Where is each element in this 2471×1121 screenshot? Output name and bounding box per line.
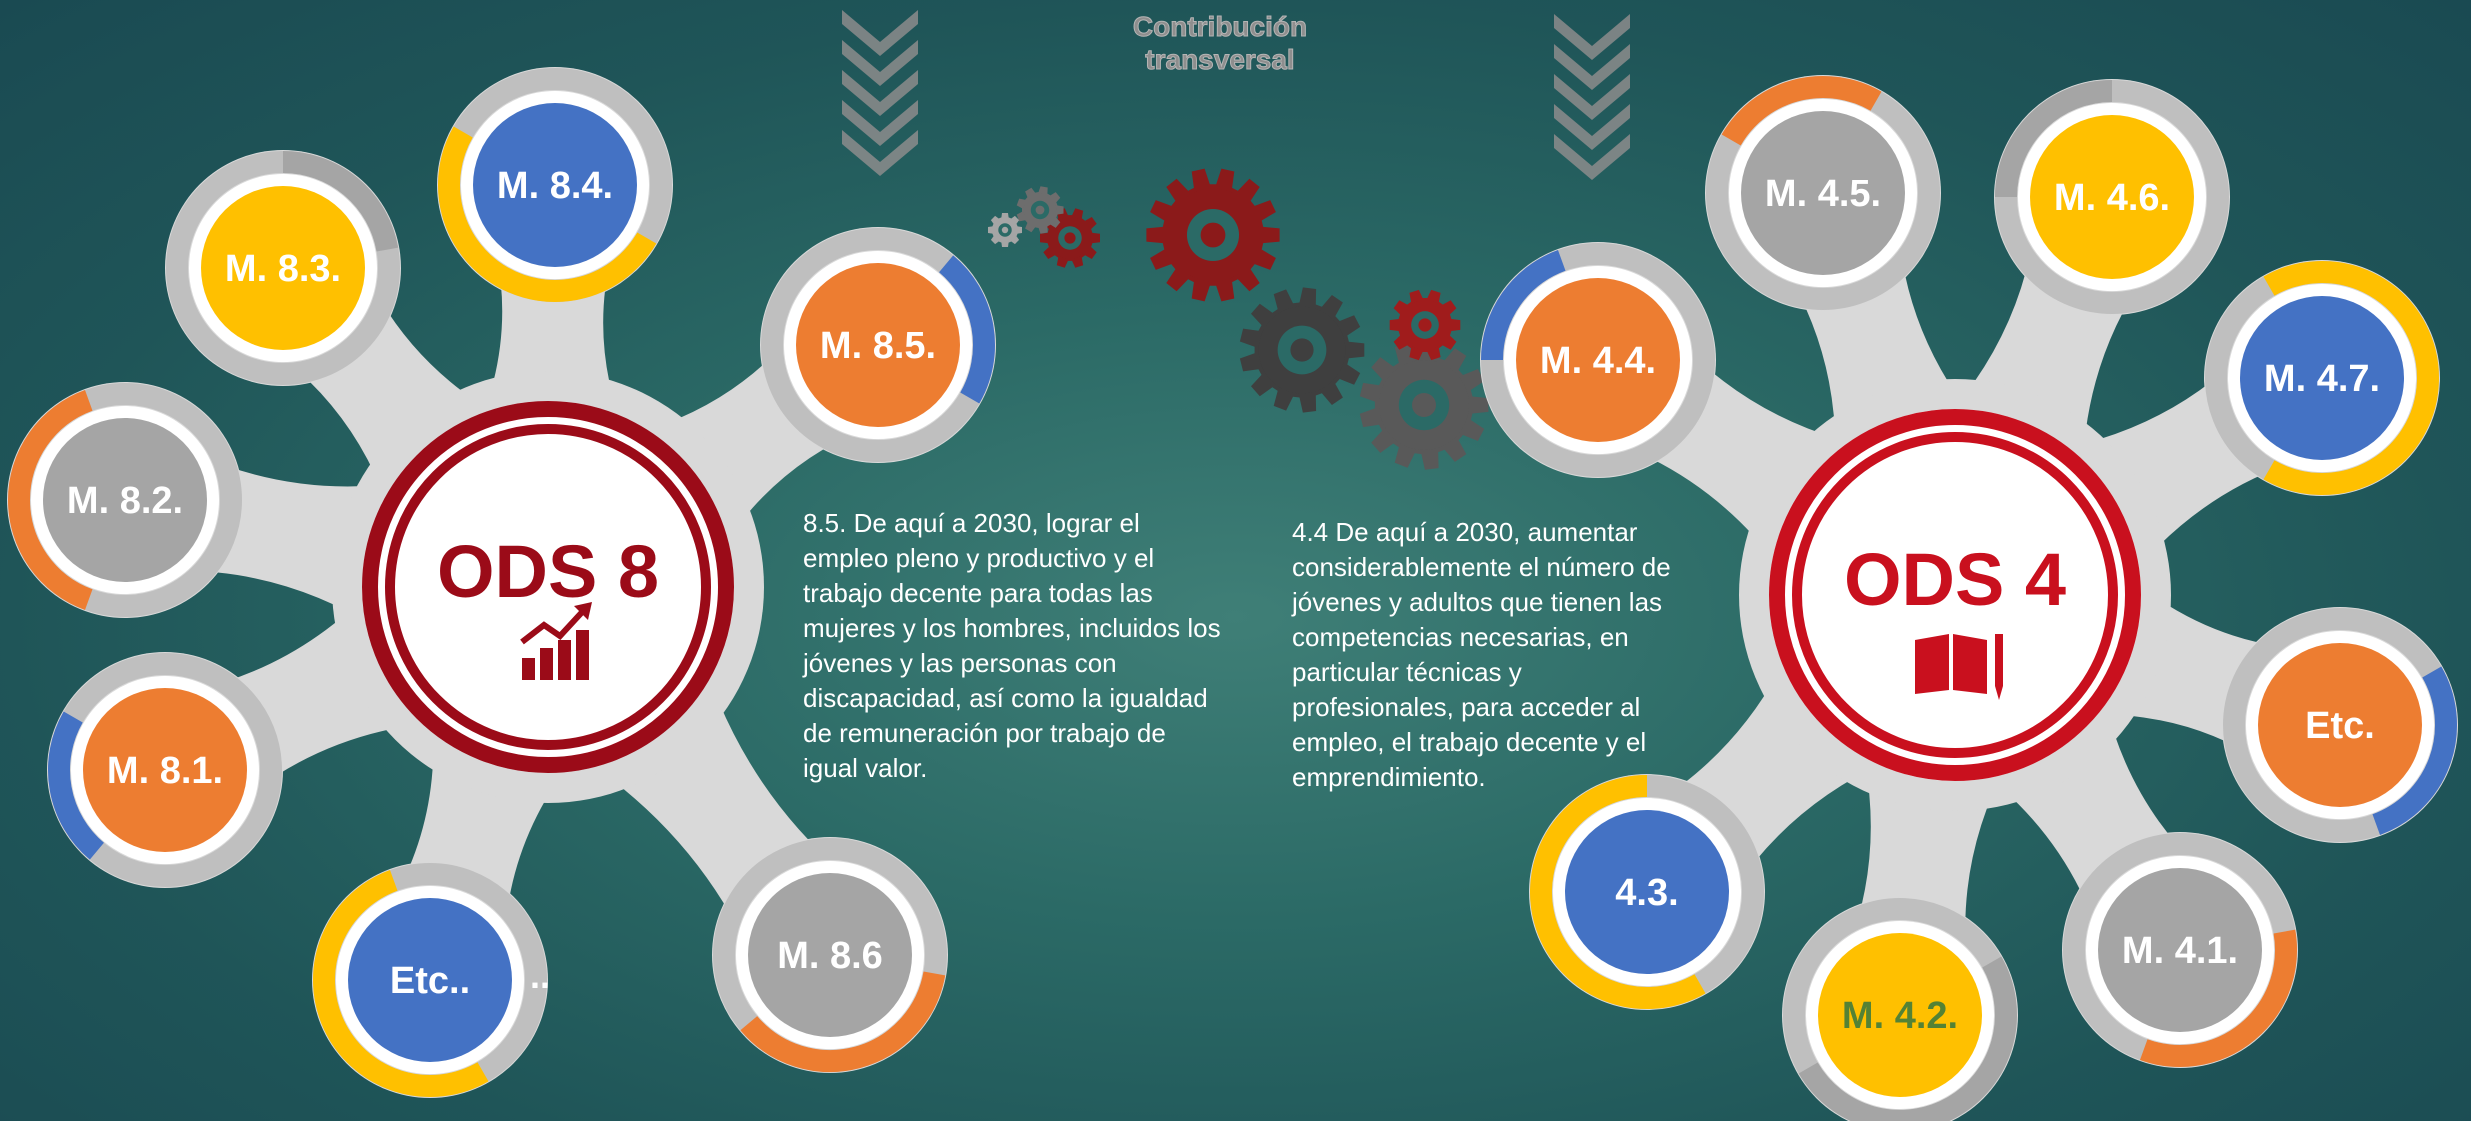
target-node-label: Etc. [2305,705,2375,747]
target-node-label: 4.3. [1615,872,1678,914]
target-node-m83[interactable]: M. 8.3. [165,150,401,386]
chevron-down-icon [1554,74,1630,120]
target-node-label: M. 8.5. [820,325,936,367]
chevron-down-icon [1554,134,1630,180]
ods-hub-label: ODS 8 [437,530,659,613]
target-node-m82[interactable]: M. 8.2. [7,382,243,618]
target-node-etc4[interactable]: Etc. [2222,607,2458,843]
target-node-label: M. 8.3. [225,248,341,290]
target-node-label: Etc.. [390,960,470,1002]
target-node-label: M. 4.5. [1765,173,1881,215]
target-node-label: M. 8.1. [107,750,223,792]
target-node-m41[interactable]: M. 4.1. [2062,832,2298,1068]
ods8-target-description: 8.5. De aquí a 2030, lograr el empleo pl… [803,508,1221,783]
ods8-cluster: M. 8.4. M. 8.3. M. 8.5. M. 8.2. M. 8.1. Etc..… [7,67,996,1098]
target-node-label: M. 4.7. [2264,358,2380,400]
contribution-title: Contribución transversal [1100,10,1340,76]
chevron-down-icon [1554,104,1630,150]
target-node-m43[interactable]: 4.3. [1529,774,1765,1010]
chevron-down-icon [1554,44,1630,90]
target-node-m46[interactable]: M. 4.6. [1994,79,2230,315]
chevron-down-icon [842,130,918,176]
contribution-title-line2: transversal [1145,44,1295,76]
ods-hub[interactable]: ODS 8 [362,401,734,773]
chevron-down-icon [1554,14,1630,60]
ods8-trailing-dots: .. [530,955,550,996]
target-node-m84[interactable]: M. 8.4. [437,67,673,303]
ods-hub[interactable]: ODS 4 [1769,409,2141,781]
gear-icon [1239,287,1365,413]
gear-cluster [988,168,1489,470]
target-node-label: M. 8.4. [497,165,613,207]
target-node-m86[interactable]: M. 8.6 [712,837,948,1073]
target-node-label: M. 8.2. [67,480,183,522]
chevrons-right [1554,14,1630,180]
chevron-down-icon [842,100,918,146]
gear-icon [1146,168,1280,302]
ods4-target-description: 4.4 De aquí a 2030, aumentar considerabl… [1292,517,1671,792]
target-node-label: M. 4.4. [1540,340,1656,382]
target-node-m45[interactable]: M. 4.5. [1705,75,1941,311]
contribution-title-line1: Contribución [1132,11,1308,43]
target-node-m44[interactable]: M. 4.4. [1480,242,1716,478]
target-node-m85[interactable]: M. 8.5. [760,227,996,463]
gear-icon [988,213,1022,247]
target-node-label: M. 4.1. [2122,930,2238,972]
gear-icon [1016,186,1064,234]
chevron-down-icon [842,40,918,86]
target-node-m81[interactable]: M. 8.1. [47,652,283,888]
gear-icon [1359,340,1489,470]
target-node-label: M. 4.6. [2054,177,2170,219]
ods-hub-label: ODS 4 [1844,538,2066,621]
target-node-label: M. 8.6 [777,935,883,977]
target-node-etc8[interactable]: Etc.. [312,862,548,1098]
target-node-m42[interactable]: M. 4.2. [1782,897,2018,1121]
chevron-down-icon [842,70,918,116]
chevrons-left [842,10,918,176]
target-node-m47[interactable]: M. 4.7. [2204,260,2440,496]
gear-icon [1389,289,1461,361]
target-node-label: M. 4.2. [1842,995,1958,1037]
chevron-down-icon [842,10,918,56]
book-pencil-icon [1915,634,2003,700]
ods4-cluster: M. 4.5. M. 4.6. M. 4.4. M. 4.7. Etc. 4.3. M. 4… [1480,75,2458,1121]
growth-chart-icon [520,602,592,680]
